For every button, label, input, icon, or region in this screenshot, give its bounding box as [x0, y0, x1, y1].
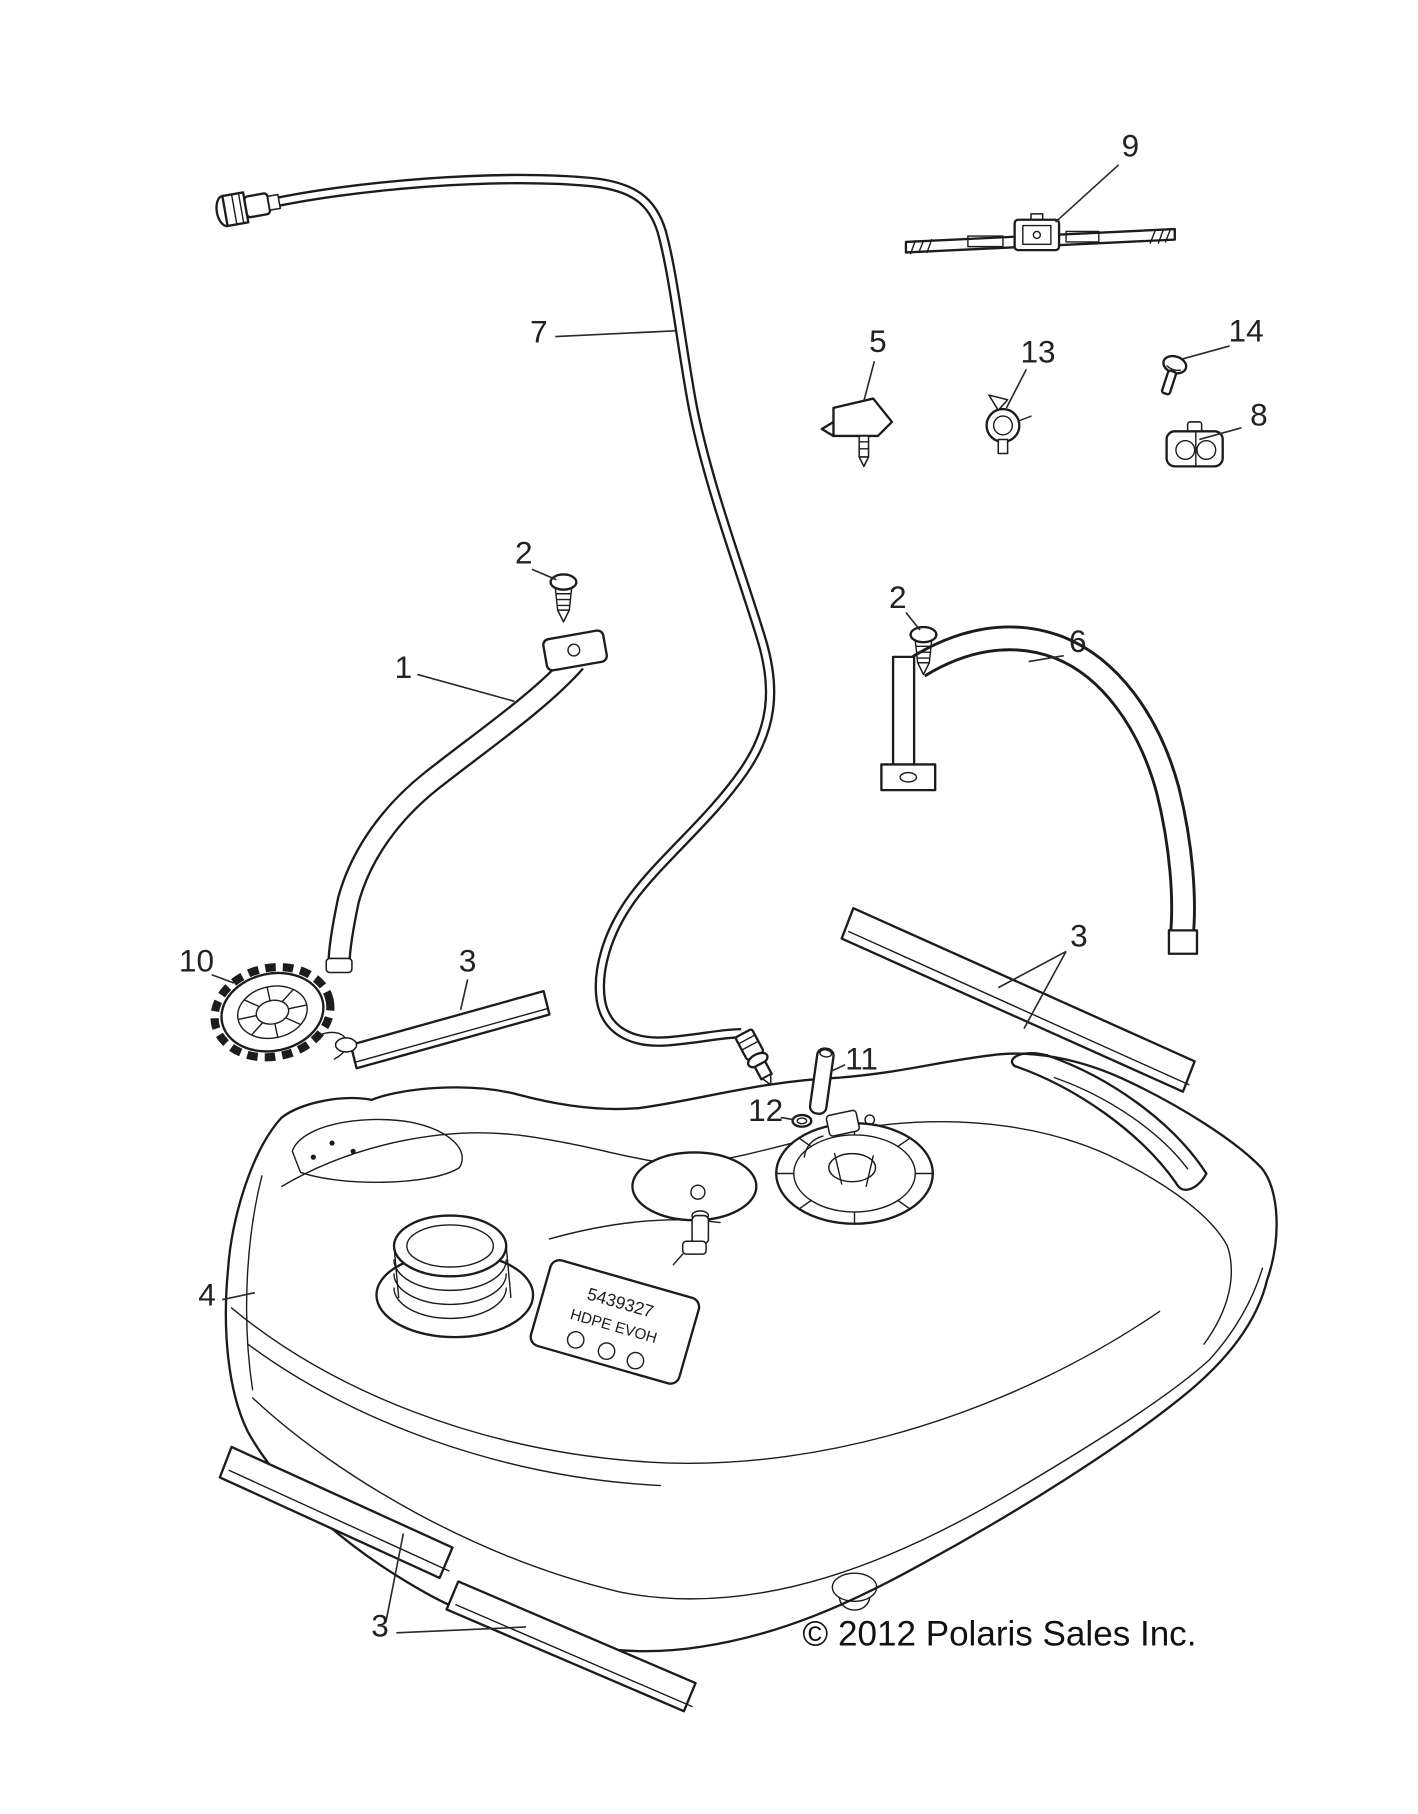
strap-front: [325, 629, 608, 974]
vent-tube: [808, 1047, 835, 1115]
foam-strip-bottom-a: [218, 1445, 454, 1580]
callout-12: 12: [748, 1092, 783, 1128]
fuel-tank: 5439327 HDPE EVOH: [224, 1051, 1278, 1653]
fuel-pump-assembly: [775, 1109, 934, 1225]
hose-quick-connector: [215, 191, 282, 228]
callout-3-left: 3: [459, 942, 477, 978]
hose-clamp: [985, 394, 1032, 455]
access-cover: [631, 1151, 758, 1222]
strap-rear: [880, 625, 1199, 955]
callout-2-front: 2: [515, 534, 533, 570]
callout-6: 6: [1069, 623, 1087, 659]
callout-14: 14: [1229, 312, 1264, 348]
outlet-elbow: [672, 1210, 710, 1266]
tank-dome: [291, 1118, 463, 1184]
rivet-rear: [909, 625, 938, 676]
screw: [1160, 354, 1188, 396]
copyright-text: © 2012 Polaris Sales Inc.: [802, 1615, 1196, 1654]
push-clip: [820, 397, 894, 468]
callout-2-rear: 2: [889, 579, 907, 615]
callout-10: 10: [179, 942, 214, 978]
tank-label-plate: 5439327 HDPE EVOH: [529, 1259, 701, 1385]
callout-13: 13: [1020, 333, 1055, 369]
callout-5: 5: [869, 323, 887, 359]
foam-strip-left: [349, 989, 551, 1070]
hose-assembly-bar: [904, 213, 1176, 255]
line-clip: [1165, 421, 1224, 468]
fuel-hose: [215, 173, 776, 1086]
callout-3-bottom: 3: [371, 1607, 389, 1643]
callout-3-right: 3: [1070, 918, 1088, 954]
foam-strip-right: [840, 907, 1196, 1093]
o-ring: [791, 1113, 813, 1128]
callout-1: 1: [395, 649, 413, 685]
callout-9: 9: [1122, 128, 1140, 164]
filler-neck: [375, 1214, 535, 1339]
hose-end-fitting: [734, 1028, 773, 1086]
callout-7: 7: [530, 313, 548, 349]
fuel-cap: [210, 962, 358, 1062]
foam-strip-bottom-b: [445, 1580, 697, 1713]
leader-lines: [211, 164, 1242, 1634]
callout-numbers: 1 2 2 3 3 3 4 5 6 7 8 9 10 11 12 13 14: [179, 128, 1268, 1644]
tank-bottom-boss: [831, 1572, 878, 1611]
callout-11: 11: [845, 1040, 878, 1076]
callout-8: 8: [1250, 396, 1268, 432]
callout-4: 4: [198, 1277, 216, 1313]
tank-handle-channel: [1011, 1051, 1208, 1191]
rivet-front: [549, 573, 578, 623]
